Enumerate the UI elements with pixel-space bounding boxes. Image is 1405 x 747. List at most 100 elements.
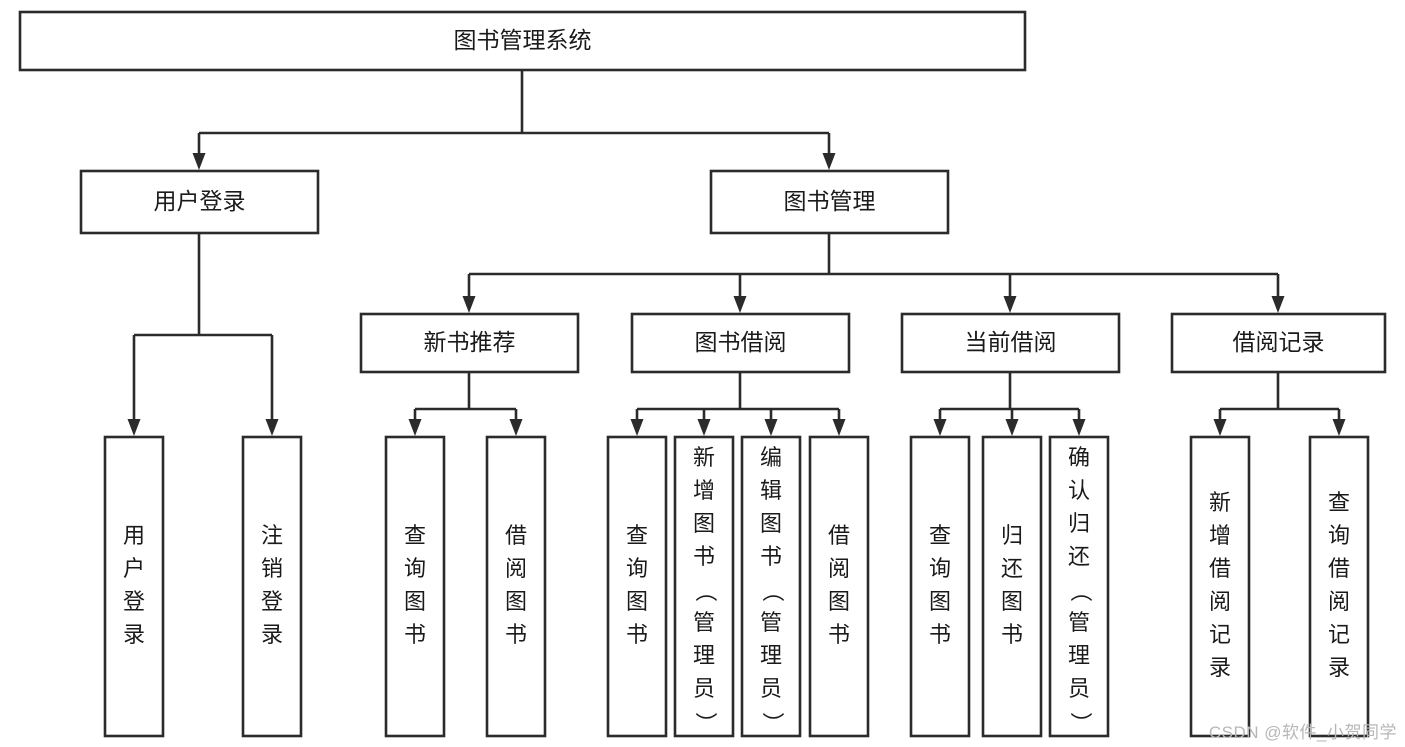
- node-layer: 图书管理系统用户登录图书管理新书推荐图书借阅当前借阅借阅记录用户登录注销登录查询…: [18, 10, 1387, 738]
- level2-node[interactable]: 当前借阅: [900, 312, 1121, 374]
- leaf-label-char: 阅: [828, 556, 850, 581]
- arrow-head-icon: [764, 419, 778, 436]
- leaf-label-char: 管: [693, 610, 715, 635]
- level2-box[interactable]: [359, 312, 580, 374]
- level2-node[interactable]: 图书借阅: [630, 312, 851, 374]
- leaf-label-char: 图: [626, 589, 648, 614]
- root-node[interactable]: 图书管理系统: [18, 10, 1027, 72]
- leaf-label-char: 理: [1068, 643, 1090, 668]
- leaf-box[interactable]: [981, 435, 1043, 738]
- level1-box[interactable]: [709, 169, 950, 235]
- leaf-label-char: 辑: [760, 478, 782, 503]
- level1-box[interactable]: [79, 169, 320, 235]
- leaf-label-char: ）: [1068, 712, 1093, 734]
- leaf-label-char: 编: [760, 445, 782, 470]
- leaf-box[interactable]: [909, 435, 971, 738]
- leaf-label-char: 借: [1328, 556, 1350, 581]
- arrow-head-icon: [822, 153, 836, 170]
- leaf-label-char: 图: [1001, 589, 1023, 614]
- leaf-box[interactable]: [808, 435, 870, 738]
- leaf-label-char: 户: [123, 556, 145, 581]
- leaf-label-char: 书: [1001, 622, 1023, 647]
- arrow-head-icon: [1213, 419, 1227, 436]
- leaf-label-char: 用: [123, 523, 145, 548]
- leaf-label-char: 管: [760, 610, 782, 635]
- leaf-label-char: 书: [828, 622, 850, 647]
- arrow-head-icon: [933, 419, 947, 436]
- arrow-head-icon: [408, 419, 422, 436]
- leaf-label-char: 新: [693, 445, 715, 470]
- leaf-label-char: 录: [261, 622, 283, 647]
- level2-label: 借阅记录: [1233, 329, 1325, 355]
- leaf-label-char: 理: [760, 643, 782, 668]
- leaf-label-char: 员: [760, 676, 782, 701]
- connector-group-1: [462, 233, 1285, 313]
- leaf-box[interactable]: [606, 435, 668, 738]
- leaf-label-char: 增: [1209, 523, 1231, 548]
- leaf-label-char: 员: [693, 676, 715, 701]
- leaf-label-char: 员: [1068, 676, 1090, 701]
- leaf-box[interactable]: [103, 435, 165, 738]
- leaf-label-char: （: [693, 580, 718, 602]
- leaf-node[interactable]: 用户登录: [103, 435, 165, 738]
- level1-label: 用户登录: [154, 188, 246, 214]
- leaf-label-char: 图: [693, 511, 715, 536]
- arrow-head-icon: [733, 296, 747, 313]
- level1-node[interactable]: 图书管理: [709, 169, 950, 235]
- leaf-label-char: 图: [404, 589, 426, 614]
- level1-node[interactable]: 用户登录: [79, 169, 320, 235]
- leaf-box[interactable]: [673, 435, 735, 738]
- leaf-box[interactable]: [1048, 435, 1110, 738]
- leaf-label-char: 阅: [1209, 589, 1231, 614]
- root-box[interactable]: [18, 10, 1027, 72]
- leaf-label-char: 管: [1068, 610, 1090, 635]
- leaf-label-char: 理: [693, 643, 715, 668]
- arrow-head-icon: [832, 419, 846, 436]
- level2-node[interactable]: 新书推荐: [359, 312, 580, 374]
- level2-box[interactable]: [900, 312, 1121, 374]
- leaf-box[interactable]: [485, 435, 547, 738]
- leaf-box[interactable]: [384, 435, 446, 738]
- leaf-label-char: 认: [1068, 478, 1090, 503]
- leaf-label-char: 销: [261, 556, 283, 581]
- leaf-label-char: 录: [1328, 655, 1350, 680]
- leaf-label-char: 增: [693, 478, 715, 503]
- arrow-head-icon: [192, 153, 206, 170]
- arrow-head-icon: [630, 419, 644, 436]
- arrow-head-icon: [697, 419, 711, 436]
- leaf-label-char: 登: [123, 589, 145, 614]
- leaf-label-char: 记: [1209, 622, 1231, 647]
- leaf-label-char: 查: [626, 523, 648, 548]
- leaf-label-char: 借: [828, 523, 850, 548]
- leaf-label-char: 查: [929, 523, 951, 548]
- leaf-box[interactable]: [1189, 435, 1251, 738]
- level2-box[interactable]: [1170, 312, 1387, 374]
- leaf-box[interactable]: [1308, 435, 1370, 738]
- leaf-label-char: 记: [1328, 622, 1350, 647]
- leaf-label-char: 查: [1328, 490, 1350, 515]
- leaf-label-char: 书: [760, 544, 782, 569]
- level2-node[interactable]: 借阅记录: [1170, 312, 1387, 374]
- connector-group-5: [933, 372, 1086, 436]
- leaf-box[interactable]: [241, 435, 303, 738]
- connector-group-0: [192, 70, 836, 170]
- leaf-label-char: 书: [404, 622, 426, 647]
- level2-box[interactable]: [630, 312, 851, 374]
- leaf-label-char: （: [1068, 580, 1093, 602]
- leaf-box[interactable]: [740, 435, 802, 738]
- leaf-label-char: 书: [693, 544, 715, 569]
- leaf-label-char: ）: [760, 712, 785, 734]
